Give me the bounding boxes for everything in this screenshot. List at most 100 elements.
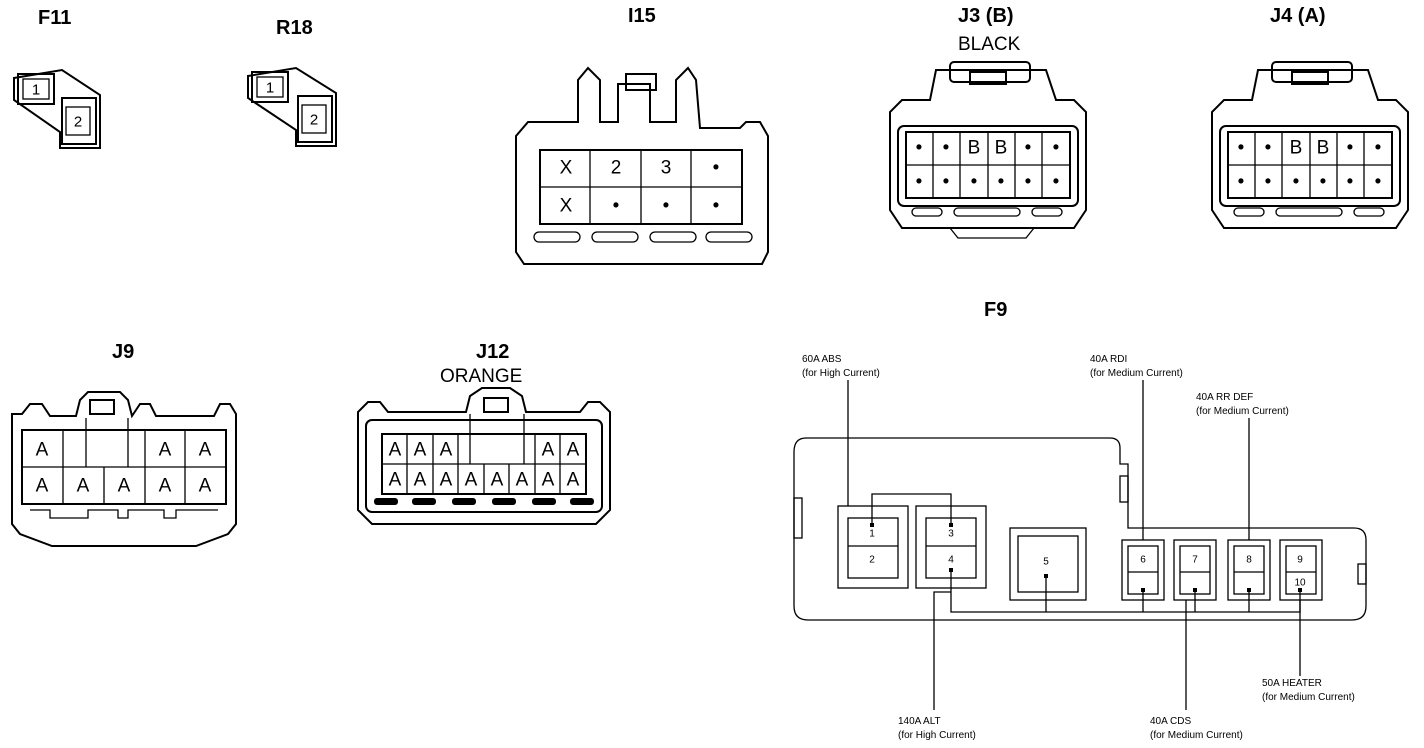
fuse-note-rr-def: (for Medium Current)	[1196, 406, 1289, 417]
connector-j9-pin: A	[36, 476, 49, 497]
connector-j3-color: BLACK	[958, 34, 1021, 55]
connector-j12: J12 ORANGE A A A A A A A A A A A A A	[357, 341, 611, 525]
connector-j9-pins: A A A A A A A A	[36, 440, 212, 497]
connector-j12-color: ORANGE	[440, 366, 522, 387]
connector-j3-pin: B	[995, 138, 1008, 159]
fuse-label-alt: 140A ALT	[898, 716, 941, 727]
fuse-note-rdi: (for Medium Current)	[1090, 368, 1183, 379]
connector-i15-pin: •	[663, 196, 670, 217]
connector-j3-pin: •	[916, 138, 923, 159]
connector-j12-pins: A A A A A A A A A A A A A	[389, 440, 580, 491]
connector-j3-pin: •	[1053, 172, 1060, 193]
connector-j4-pins: • • B B • • • • • • • •	[1238, 138, 1382, 193]
connector-f11-pin-2: 2	[74, 114, 82, 131]
connector-j12-pin: A	[491, 470, 504, 491]
connector-i15: I15 X 2 3 • X • • •	[515, 5, 769, 265]
fuse-terminal: 8	[1246, 555, 1252, 566]
connector-f11-title: F11	[38, 7, 71, 29]
connector-j3-pins: • • B B • • • • • • • •	[916, 138, 1060, 193]
connector-j3-pin: •	[943, 172, 950, 193]
connector-j3-pin: •	[971, 172, 978, 193]
fuse-terminal: 2	[869, 555, 875, 566]
connector-j4-pin: •	[1238, 172, 1245, 193]
connector-j12-pin: A	[389, 470, 402, 491]
connector-i15-pin: •	[713, 196, 720, 217]
connector-r18-pin-1: 1	[266, 80, 274, 97]
fuse-note-cds: (for Medium Current)	[1150, 730, 1243, 741]
connector-j9-pin: A	[77, 476, 90, 497]
connector-j4-pin: •	[1375, 172, 1382, 193]
connector-j9-pin: A	[199, 476, 212, 497]
connector-j3: J3 (B) BLACK • • B B • • • • • • • •	[889, 5, 1087, 239]
connector-i15-pin: 3	[661, 158, 672, 179]
connector-j9-pin: A	[159, 440, 172, 461]
connector-j4-title: J4 (A)	[1270, 5, 1326, 27]
connector-j4: J4 (A) • • B B • • • • • • • •	[1211, 5, 1409, 229]
connector-j12-pin: A	[542, 470, 555, 491]
fuse-block-title: F9	[984, 299, 1007, 321]
connector-j3-pin: •	[1025, 172, 1032, 193]
connector-i15-pin: 2	[611, 158, 622, 179]
connector-j12-pin: A	[414, 440, 427, 461]
connector-j3-pin: •	[1025, 138, 1032, 159]
fuse-terminal: 7	[1192, 555, 1198, 566]
connector-r18-title: R18	[276, 17, 313, 39]
fuse-terminal: 5	[1043, 557, 1049, 568]
connector-j3-pin: •	[998, 172, 1005, 193]
connector-f11-pin-1: 1	[32, 82, 40, 99]
fuse-label-cds: 40A CDS	[1150, 716, 1191, 727]
fuse-terminal: 10	[1294, 578, 1306, 589]
connector-j4-pin: •	[1265, 172, 1272, 193]
connector-j12-pin: A	[414, 470, 427, 491]
connector-j4-pin: •	[1347, 138, 1354, 159]
connector-j9-pin: A	[36, 440, 49, 461]
connector-j12-pin: A	[542, 440, 555, 461]
connector-j9-pin: A	[199, 440, 212, 461]
connector-i15-title: I15	[628, 5, 656, 27]
fuse-terminal: 4	[948, 555, 954, 566]
fuse-note-abs: (for High Current)	[802, 368, 880, 379]
connector-j12-title: J12	[476, 341, 509, 363]
connector-j12-pin: A	[516, 470, 529, 491]
connector-j4-pin: •	[1293, 172, 1300, 193]
connector-j4-pin: B	[1317, 138, 1330, 159]
connector-j12-pin: A	[567, 440, 580, 461]
fuse-label-rdi: 40A RDI	[1090, 354, 1127, 365]
connector-f11: F11 1 2	[13, 7, 101, 149]
connector-i15-pin: •	[713, 158, 720, 179]
connector-j9-pin: A	[118, 476, 131, 497]
connector-j9-title: J9	[112, 341, 134, 363]
connector-i15-pins: X 2 3 • X • • •	[560, 158, 720, 217]
connector-j3-pin: •	[916, 172, 923, 193]
fuse-block-f9: F9 1 2 3 4 5 6 7 8	[793, 299, 1367, 741]
fuse-terminal: 9	[1297, 555, 1303, 566]
fuse-label-rr-def: 40A RR DEF	[1196, 392, 1253, 403]
connector-j9: J9 A A A A A A A A	[11, 341, 237, 547]
connector-j3-pin: •	[943, 138, 950, 159]
connector-j12-pin: A	[389, 440, 402, 461]
connector-r18: R18 1 2	[247, 17, 337, 147]
connector-j4-pin: •	[1375, 138, 1382, 159]
fuse-terminal: 6	[1140, 555, 1146, 566]
connector-j3-title: J3 (B)	[958, 5, 1014, 27]
fuse-note-heater: (for Medium Current)	[1262, 692, 1355, 703]
connector-j12-pin: A	[567, 470, 580, 491]
connector-i15-pin: X	[560, 196, 573, 217]
connector-j9-pin: A	[159, 476, 172, 497]
connector-j4-pin: •	[1320, 172, 1327, 193]
connector-r18-pin-2: 2	[310, 112, 318, 129]
connector-j4-pin: B	[1290, 138, 1303, 159]
connector-j12-pin: A	[440, 440, 453, 461]
connector-j4-pin: •	[1238, 138, 1245, 159]
fuse-terminal: 3	[948, 529, 954, 540]
fuse-note-alt: (for High Current)	[898, 730, 976, 741]
connector-j3-pin: B	[968, 138, 981, 159]
fuse-label-abs: 60A ABS	[802, 354, 842, 365]
connector-j12-pin: A	[440, 470, 453, 491]
connector-j4-pin: •	[1347, 172, 1354, 193]
connector-j12-pin: A	[465, 470, 478, 491]
fuse-label-heater: 50A HEATER	[1262, 678, 1322, 689]
connector-j3-pin: •	[1053, 138, 1060, 159]
connector-i15-pin: •	[613, 196, 620, 217]
